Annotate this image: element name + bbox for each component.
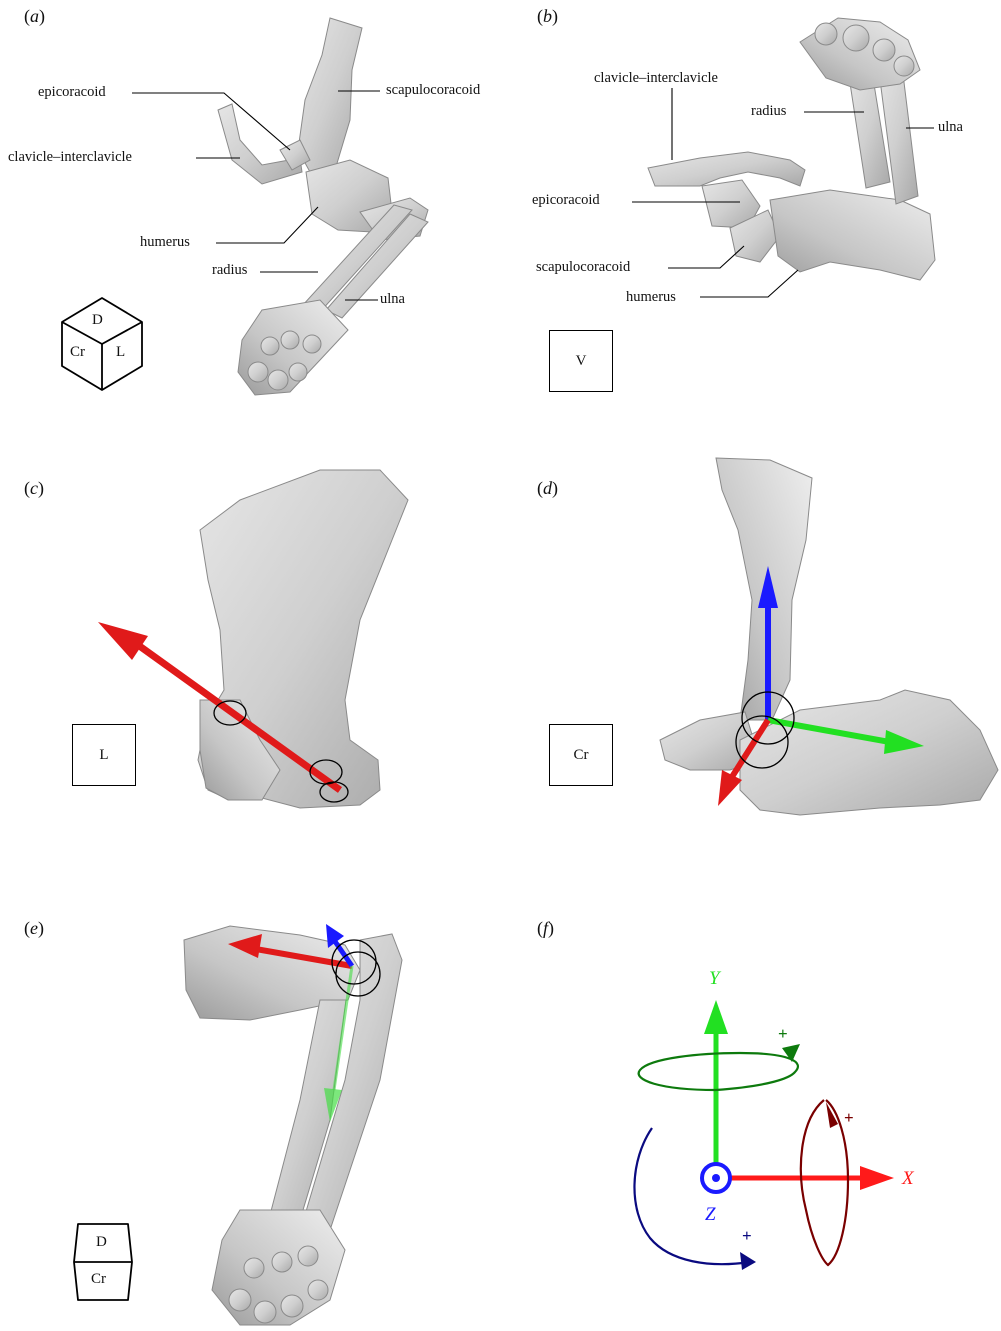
label-radius-b: radius <box>751 103 786 120</box>
label-clavicle-b: clavicle–interclavicle <box>594 70 718 87</box>
box-face-top-e: D <box>96 1234 107 1251</box>
panel-b-skeleton <box>648 18 935 280</box>
view-box-b: V <box>549 330 613 392</box>
label-epicoracoid-a: epicoracoid <box>38 84 106 101</box>
axis-label-x: X <box>902 1168 914 1190</box>
cube-face-top: D <box>92 312 103 329</box>
cube-face-left: Cr <box>70 344 85 361</box>
label-radius-a: radius <box>212 262 247 279</box>
label-ulna-b: ulna <box>938 119 963 136</box>
label-scapulocoracoid-b: scapulocoracoid <box>536 259 630 276</box>
label-humerus-b: humerus <box>626 289 676 306</box>
clavicle-bone-a <box>218 104 302 184</box>
axis-label-z: Z <box>705 1204 716 1226</box>
panel-c-scapulocoracoid <box>198 470 408 808</box>
view-box-c: L <box>72 724 136 786</box>
plus-sign-y: + <box>778 1024 788 1044</box>
plus-sign-x: + <box>844 1108 854 1128</box>
label-clavicle-a: clavicle–interclavicle <box>8 149 132 166</box>
cube-face-right: L <box>116 344 125 361</box>
axis-label-y: Y <box>709 968 720 990</box>
panel-a-skeleton <box>218 18 428 395</box>
panel-f-axes <box>634 1000 894 1270</box>
label-epicoracoid-b: epicoracoid <box>532 192 600 209</box>
scapulocoracoid-bone-a <box>298 18 362 172</box>
label-ulna-a: ulna <box>380 291 405 308</box>
humerus-bone-b <box>770 190 935 280</box>
panel-d-skeleton <box>660 458 998 815</box>
plus-sign-z: + <box>742 1226 752 1246</box>
view-box-d: Cr <box>549 724 613 786</box>
label-scapulocoracoid-a: scapulocoracoid <box>386 82 480 99</box>
box-face-bottom-e: Cr <box>91 1271 106 1288</box>
panel-e-skeleton <box>184 926 402 1325</box>
label-humerus-a: humerus <box>140 234 190 251</box>
